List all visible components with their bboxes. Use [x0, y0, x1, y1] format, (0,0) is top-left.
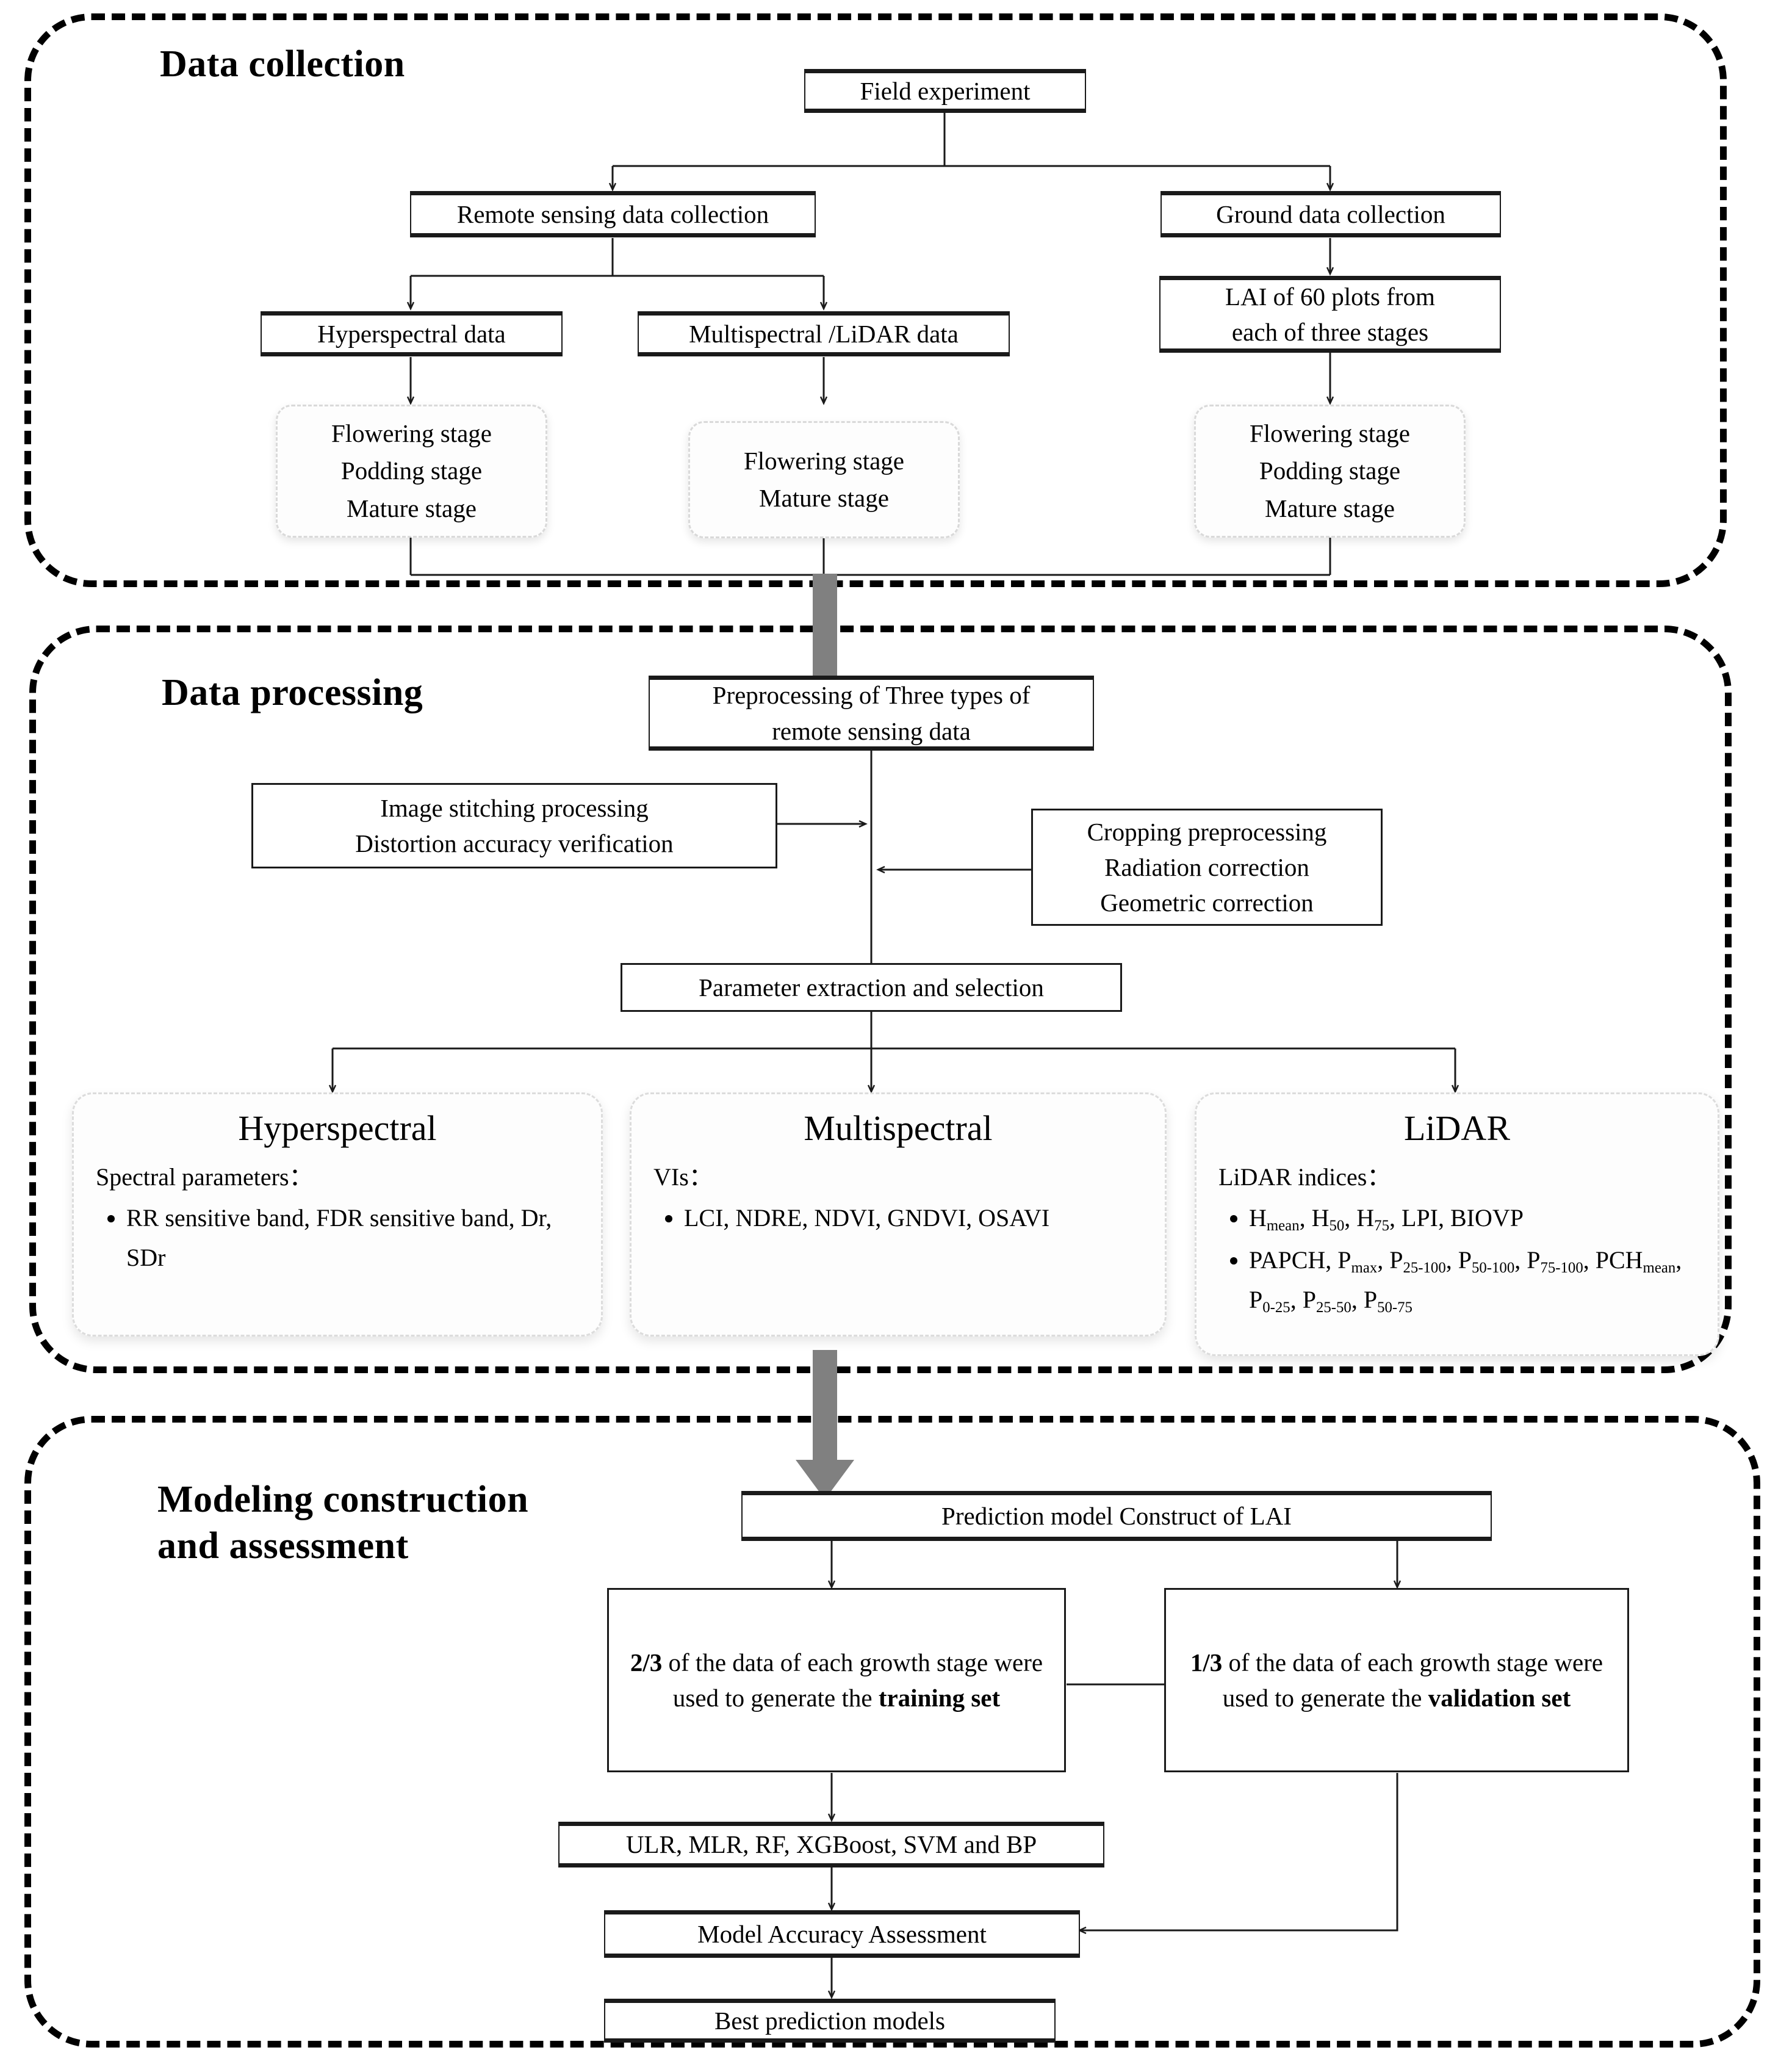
node-ground-data-collection: Ground data collection: [1160, 191, 1501, 237]
card-lidar-title: LiDAR: [1404, 1108, 1510, 1148]
node-lai-plots-text: LAI of 60 plots from each of three stage…: [1225, 282, 1435, 346]
card-lidar-item-indices: Hmean, H50, H75, LPI, BIOVP: [1249, 1199, 1697, 1238]
node-preprocessing-text: Preprocessing of Three types of remote s…: [712, 681, 1031, 745]
node-model-accuracy-assessment: Model Accuracy Assessment: [604, 1910, 1080, 1958]
node-image-stitching-text: Image stitching processing Distortion ac…: [355, 793, 674, 857]
node-multispectral-lidar-data: Multispectral /LiDAR data: [638, 311, 1010, 356]
section-title-modeling: Modeling construction and assessment: [157, 1479, 529, 1567]
node-validation-set: 1/3 of the data of each growth stage wer…: [1164, 1588, 1629, 1772]
validation-set-fraction: 1/3: [1190, 1648, 1223, 1676]
node-parameter-extraction: Parameter extraction and selection: [621, 963, 1122, 1012]
training-set-fraction: 2/3: [630, 1648, 663, 1676]
card-hyperspectral: Hyperspectral Spectral parameters： RR se…: [72, 1092, 603, 1337]
node-cropping-preprocessing-text: Cropping preprocessing Radiation correct…: [1087, 817, 1327, 917]
card-stages-multispectral: Flowering stage Mature stage: [688, 421, 960, 538]
card-hyperspectral-item: RR sensitive band, FDR sensitive band, D…: [126, 1199, 580, 1278]
node-prediction-model: Prediction model Construct of LAI: [741, 1491, 1492, 1541]
validation-set-label: validation set: [1428, 1684, 1571, 1712]
card-multispectral-subtitle: VIs：: [653, 1163, 713, 1191]
node-training-set-text: 2/3 of the data of each growth stage wer…: [615, 1645, 1058, 1716]
card-multispectral-title: Multispectral: [804, 1108, 993, 1148]
node-algorithms: ULR, MLR, RF, XGBoost, SVM and BP: [558, 1822, 1104, 1867]
node-cropping-preprocessing: Cropping preprocessing Radiation correct…: [1031, 809, 1383, 926]
panel-data-processing: [29, 626, 1732, 1373]
card-stages-hyperspectral: Flowering stage Podding stage Mature sta…: [276, 405, 547, 538]
panel-data-collection: [24, 13, 1727, 587]
panel-modeling: [24, 1416, 1760, 2048]
card-hyperspectral-title: Hyperspectral: [238, 1108, 437, 1148]
section-title-data-collection: Data collection: [160, 43, 405, 85]
node-validation-set-text: 1/3 of the data of each growth stage wer…: [1172, 1645, 1621, 1716]
section-title-data-processing: Data processing: [162, 672, 423, 713]
training-set-label: training set: [878, 1684, 1001, 1712]
card-lidar: LiDAR LiDAR indices： Hmean, H50, H75, LP…: [1195, 1092, 1719, 1356]
node-lai-plots: LAI of 60 plots from each of three stage…: [1159, 276, 1501, 353]
card-stages-ground: Flowering stage Podding stage Mature sta…: [1194, 405, 1466, 538]
training-set-body: of the data of each growth stage were us…: [662, 1648, 1043, 1712]
card-lidar-item-percentiles: PAPCH, Pmax, P25-100, P50-100, P75-100, …: [1249, 1241, 1697, 1320]
node-image-stitching: Image stitching processing Distortion ac…: [251, 783, 777, 868]
card-lidar-subtitle: LiDAR indices：: [1218, 1163, 1392, 1191]
card-hyperspectral-subtitle: Spectral parameters：: [96, 1163, 314, 1191]
card-multispectral-item: LCI, NDRE, NDVI, GNDVI, OSAVI: [684, 1199, 1144, 1238]
node-field-experiment: Field experiment: [804, 69, 1086, 113]
node-hyperspectral-data: Hyperspectral data: [261, 311, 563, 356]
node-training-set: 2/3 of the data of each growth stage wer…: [607, 1588, 1066, 1772]
node-remote-sensing-data-collection: Remote sensing data collection: [410, 191, 816, 237]
validation-set-body: of the data of each growth stage were us…: [1222, 1648, 1603, 1712]
node-best-prediction-models: Best prediction models: [604, 1999, 1056, 2043]
card-multispectral: Multispectral VIs： LCI, NDRE, NDVI, GNDV…: [630, 1092, 1167, 1337]
node-preprocessing: Preprocessing of Three types of remote s…: [649, 676, 1094, 751]
